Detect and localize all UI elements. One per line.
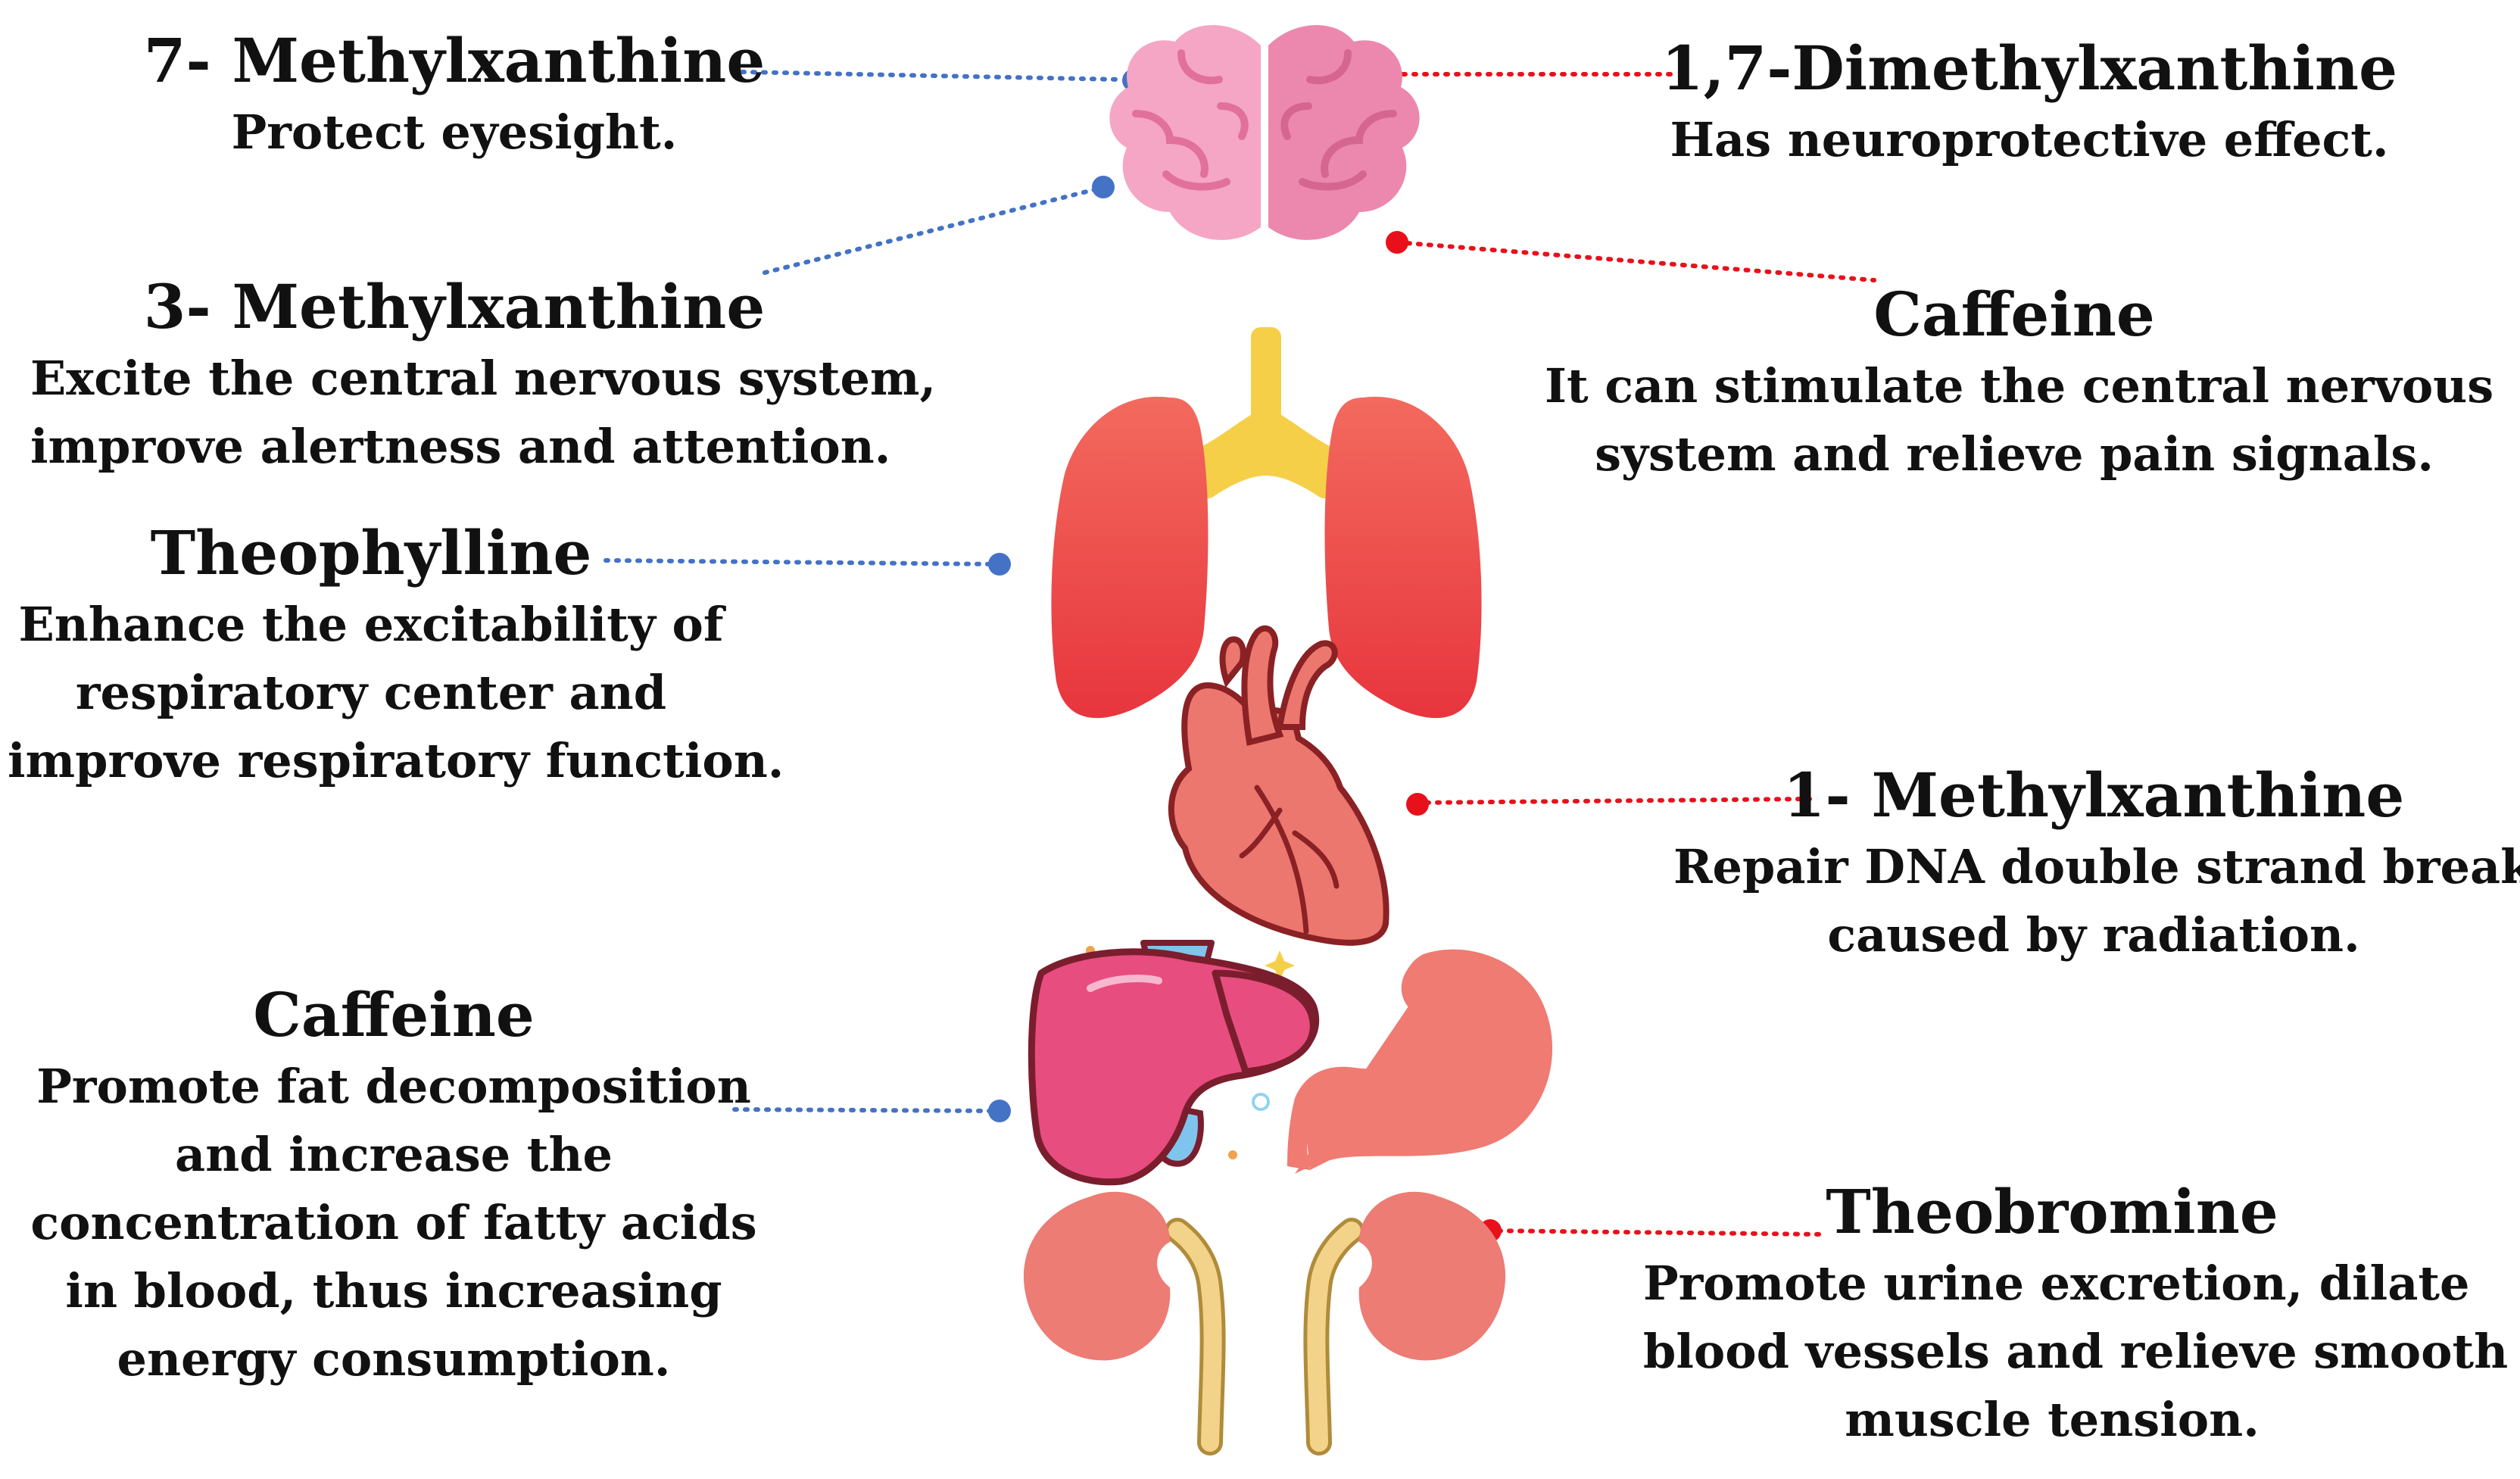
callout-title: 3- Methylxanthine [143,271,766,342]
callout-3-methylxanthine: 3- Methylxanthine Excite the central ner… [30,269,937,481]
callout-desc-line: respiratory center and [75,665,667,720]
callout-desc-line: system and relieve pain signals. [1595,426,2434,482]
connector-methyl1 [1414,797,1812,805]
connector-theophylline [603,558,998,566]
callout-caffeine-liver: Caffeine Promote fat decomposition and i… [30,977,757,1393]
connector-methyl3 [763,186,1104,275]
callout-desc-line: caused by radiation. [1827,907,2360,963]
dot-methyl1 [1406,793,1429,816]
callout-desc-line: concentration of fatty acids [30,1195,757,1250]
callout-desc-line: muscle tension. [1845,1392,2260,1447]
connector-theobromine [1486,1228,1827,1237]
connector-methyl7 [740,70,1123,82]
callout-title: Caffeine [253,979,535,1050]
dot-caffeine1 [1386,231,1408,254]
heart-icon [1168,625,1389,946]
callout-desc-line: improve respiratory function. [8,733,784,788]
callout-title: Caffeine [1873,279,2155,350]
callout-1-7-dimethylxanthine: 1,7-Dimethylxanthine Has neuroprotective… [1575,30,2484,174]
callout-title: 1- Methylxanthine [1782,760,2405,831]
callout-caffeine-brain: Caffeine It can stimulate the central ne… [1545,276,2494,488]
kidneys-icon [1023,1191,1506,1456]
callout-theobromine: Theobromine Promote urine excretion, dil… [1643,1174,2509,1454]
callout-desc-line: improve alertness and attention. [30,419,891,474]
callout-desc-line: Enhance the excitability of [18,597,724,652]
brain-icon [1109,25,1420,240]
callout-desc-line: It can stimulate the central nervous [1545,358,2494,413]
callout-desc-line: Has neuroprotective effect. [1670,112,2389,167]
callout-title: 7- Methylxanthine [143,25,766,96]
callout-1-methylxanthine: 1- Methylxanthine Repair DNA double stra… [1673,757,2520,969]
dot-theophylline [988,553,1011,576]
connector-lines [603,70,1876,1237]
connector-caffeine1 [1395,240,1876,282]
callout-desc-line: Promote urine excretion, dilate [1643,1256,2470,1311]
callout-title: Theobromine [1826,1176,2278,1247]
callout-desc-line: Repair DNA double strand breaks [1673,839,2520,894]
callout-desc-line: Protect eyesight. [231,105,678,160]
callout-title: Theophylline [150,517,592,588]
stomach-icon [1287,949,1552,1174]
dot-methyl3 [1092,176,1115,198]
callout-title: 1,7-Dimethylxanthine [1661,33,2397,104]
lungs-icon [1051,327,1482,719]
callout-desc-line: Promote fat decomposition [36,1059,751,1114]
callout-desc-line: blood vessels and relieve smooth [1643,1324,2509,1379]
callout-desc-line: in blood, thus increasing [65,1263,722,1318]
callout-7-methylxanthine: 7- Methylxanthine Protect eyesight. [106,23,803,167]
dot-caffeine2 [988,1100,1011,1122]
callout-theophylline: Theophylline Enhance the excitability of… [8,515,784,795]
liver-icon [1028,940,1320,1186]
callout-desc-line: and increase the [175,1127,613,1182]
callout-desc-line: energy consumption. [117,1331,671,1387]
callout-desc-line: Excite the central nervous system, [30,351,937,406]
connector-caffeine2 [732,1107,998,1113]
